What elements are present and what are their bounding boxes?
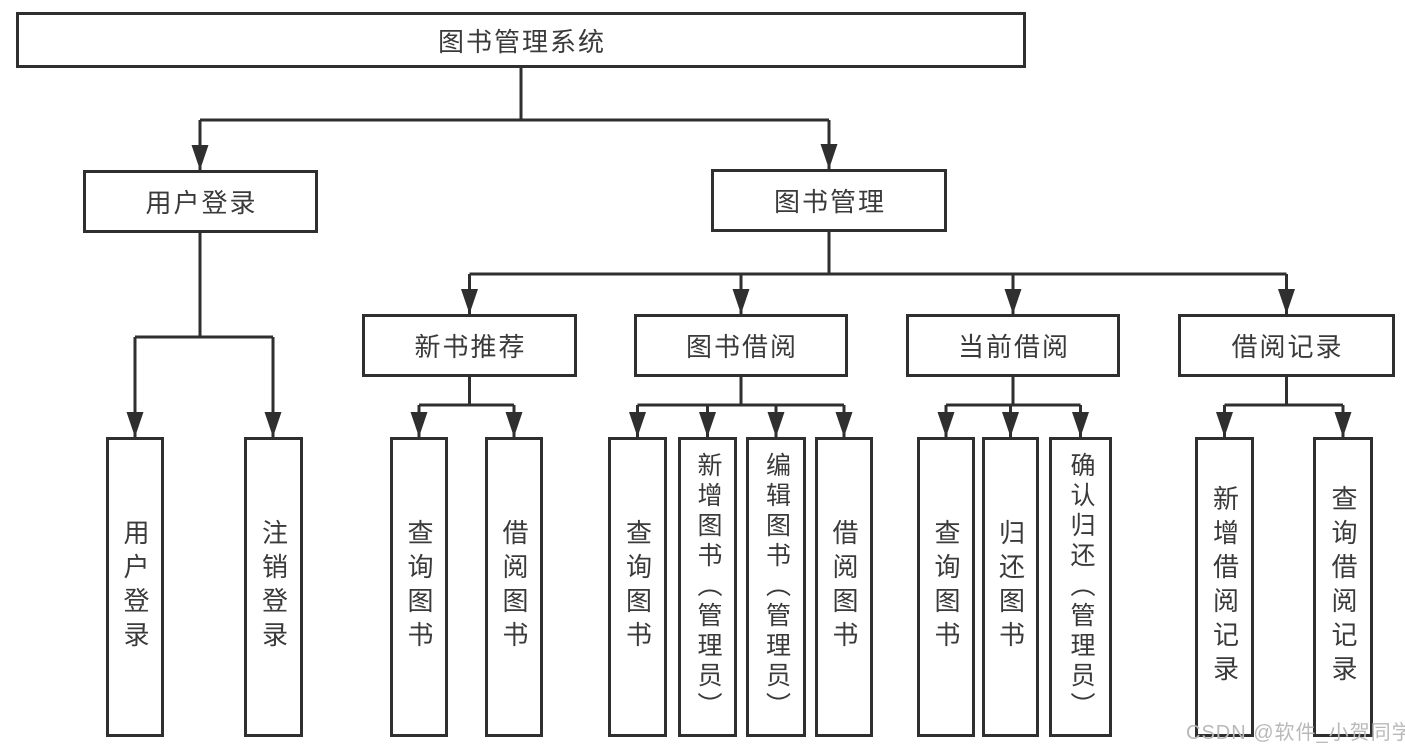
leaf-return-book-label: 归还图书: [995, 519, 1026, 655]
csdn-watermark: CSDN @软件_小贺同学: [1186, 722, 1405, 744]
leaf-return-book: 归还图书: [982, 437, 1039, 737]
node-borrow-records-label: 借阅记录: [1231, 332, 1344, 362]
node-book-borrow: 图书借阅: [634, 314, 848, 377]
leaf-add-borrow-record-label: 新增借阅记录: [1209, 485, 1240, 689]
leaf-query-books-current: 查询图书: [917, 437, 975, 737]
leaf-borrow-books-label: 借阅图书: [829, 519, 859, 655]
leaf-borrow-books-recommend-label: 借阅图书: [499, 519, 529, 655]
leaf-query-books-current-label: 查询图书: [931, 519, 961, 655]
leaf-borrow-books-recommend: 借阅图书: [485, 437, 543, 737]
leaf-add-book-admin-label: 新增图书（管理员）: [694, 452, 722, 722]
leaf-query-borrow-record-label: 查询借阅记录: [1328, 485, 1358, 689]
leaf-add-borrow-record: 新增借阅记录: [1195, 437, 1254, 737]
node-user-login-label: 用户登录: [145, 188, 258, 218]
connector-lines: [133, 68, 1345, 437]
node-user-login: 用户登录: [83, 170, 318, 233]
leaf-user-login-label: 用户登录: [120, 519, 150, 655]
leaf-user-login: 用户登录: [106, 437, 164, 737]
leaf-edit-book-admin-label: 编辑图书（管理员）: [762, 452, 791, 722]
node-current-borrow: 当前借阅: [906, 314, 1120, 377]
leaf-add-book-admin: 新增图书（管理员）: [678, 437, 737, 737]
leaf-query-borrow-record: 查询借阅记录: [1313, 437, 1373, 737]
node-borrow-records: 借阅记录: [1178, 314, 1395, 377]
node-current-borrow-label: 当前借阅: [957, 332, 1070, 362]
node-root-label: 图书管理系统: [437, 26, 606, 57]
node-book-management-label: 图书管理: [773, 187, 886, 217]
node-book-management: 图书管理: [711, 169, 947, 232]
leaf-confirm-return-admin: 确认归还（管理员）: [1049, 437, 1112, 737]
leaf-logout-label: 注销登录: [258, 519, 289, 655]
leaf-logout: 注销登录: [244, 437, 303, 737]
leaf-query-books-recommend: 查询图书: [390, 437, 448, 737]
node-root: 图书管理系统: [16, 12, 1026, 68]
leaf-query-books-recommend-label: 查询图书: [404, 519, 434, 655]
node-new-book-recommend: 新书推荐: [362, 314, 577, 377]
arrowheads: [126, 144, 1352, 437]
leaf-query-books-borrow-label: 查询图书: [622, 519, 653, 655]
node-new-book-recommend-label: 新书推荐: [414, 332, 527, 362]
leaf-edit-book-admin: 编辑图书（管理员）: [746, 437, 806, 737]
node-book-borrow-label: 图书借阅: [685, 332, 798, 362]
leaf-query-books-borrow: 查询图书: [608, 437, 667, 737]
leaf-borrow-books: 借阅图书: [815, 437, 873, 737]
leaf-confirm-return-admin-label: 确认归还（管理员）: [1067, 452, 1095, 722]
